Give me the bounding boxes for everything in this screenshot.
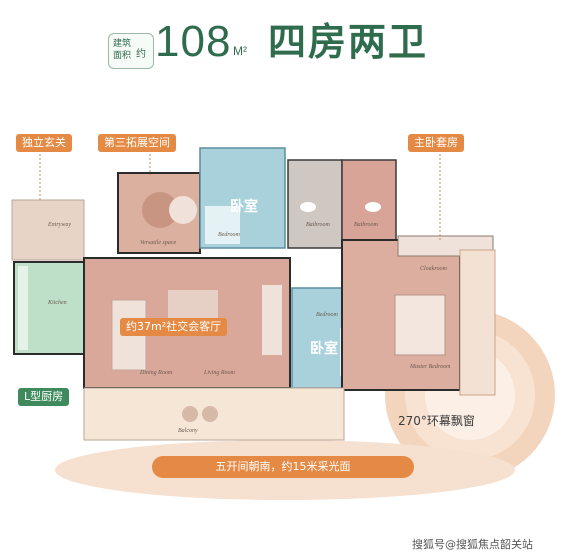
label-cloakroom: Cloakroom	[420, 266, 447, 272]
label-master: Master Bedroom	[410, 364, 451, 370]
master-bed	[394, 294, 446, 356]
header: 建筑 面积 约 108 M² 四房两卫	[0, 0, 565, 80]
area-unit: M²	[233, 44, 247, 58]
bathroom-1-room	[287, 159, 343, 249]
balcony-chair-2	[202, 406, 218, 422]
versatile-chair	[169, 196, 197, 224]
toilet-2	[365, 202, 381, 212]
label-versatile: Versatile space	[140, 240, 177, 246]
label-bathroom1: Bathroom	[306, 222, 330, 228]
label-dining: Dining Room	[140, 370, 173, 376]
area-number: 108	[155, 17, 232, 66]
layout-title: 四房两卫	[268, 20, 429, 64]
tag-third-space: 第三拓展空间	[98, 134, 176, 152]
bay-window	[459, 249, 496, 396]
badge-approx: 约	[136, 49, 146, 60]
bedroom-mid-label: 卧室	[310, 341, 338, 357]
tag-master-suite: 主卧套房	[408, 134, 464, 152]
tag-kitchen: L型厨房	[18, 388, 70, 406]
versatile-round-table	[142, 192, 178, 228]
label-kitchen: Kitchen	[48, 300, 67, 306]
label-balcony: Balcony	[178, 428, 198, 434]
label-bedroom2: Bedroom	[316, 312, 338, 318]
watermark: 搜狐号@搜狐焦点韶关站	[412, 538, 533, 551]
label-entryway: Entryway	[48, 222, 71, 228]
badge-label-line2: 面积	[113, 51, 132, 61]
balcony-chair-1	[182, 406, 198, 422]
area-badge: 建筑 面积 约	[108, 33, 154, 69]
bedroom-top-label: 卧室	[230, 199, 258, 215]
tv-cabinet	[262, 285, 282, 355]
badge-label-line1: 建筑	[113, 39, 132, 49]
kitchen-counter	[18, 266, 28, 350]
entryway-room	[11, 199, 85, 261]
label-bathroom2: Bathroom	[354, 222, 378, 228]
toilet-1	[300, 202, 316, 212]
tag-bay-window: 270°环幕飘窗	[398, 414, 475, 428]
feature-ribbon: 五开间朝南，约15米采光面	[152, 456, 414, 478]
bedroom-top-bed	[205, 206, 240, 244]
label-living: Living Room	[204, 370, 235, 376]
label-bedroom1: Bedroom	[218, 232, 240, 238]
tag-living: 约37m²社交会客厅	[120, 318, 228, 336]
tag-entrance: 独立玄关	[16, 134, 72, 152]
